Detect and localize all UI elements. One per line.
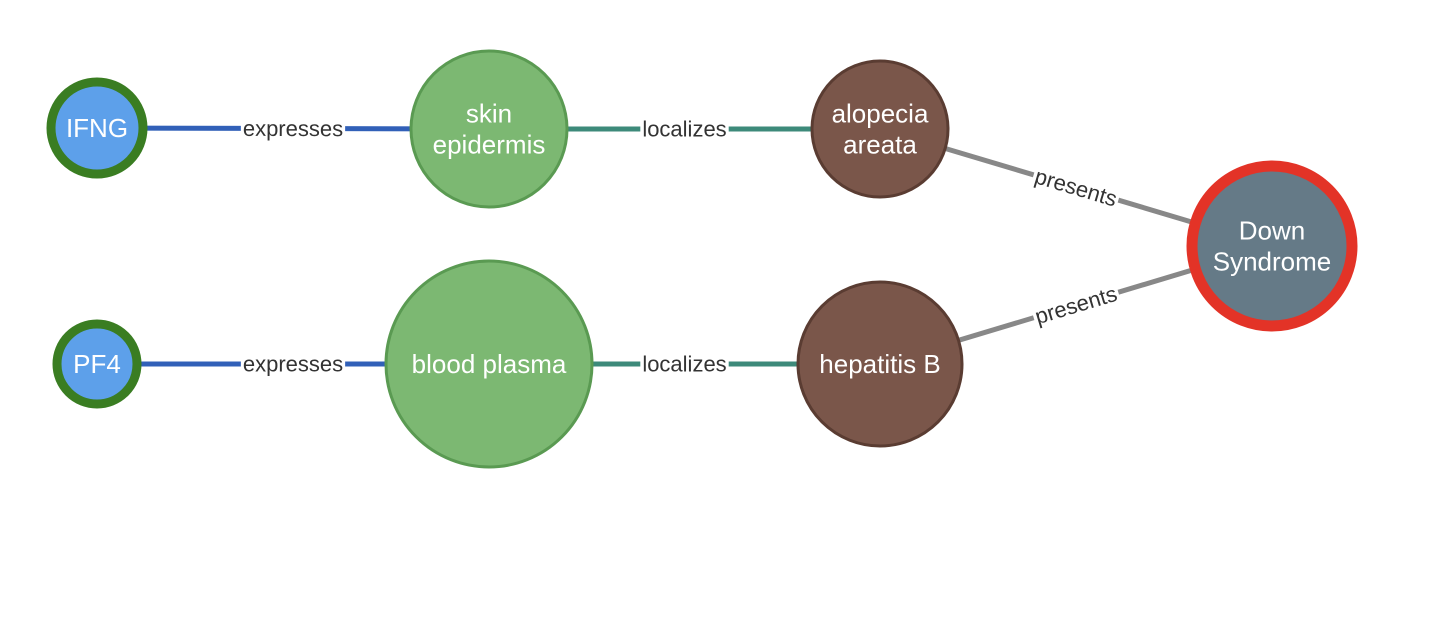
edge-label-background (240, 353, 346, 375)
node-label: Syndrome (1213, 247, 1332, 277)
edge-pf4-blood-plasma: expresses (97, 352, 489, 377)
node-label: IFNG (66, 113, 128, 143)
node-label: epidermis (433, 130, 546, 160)
node-label: PF4 (73, 349, 121, 379)
node-blood-plasma[interactable]: blood plasma (384, 259, 594, 469)
edge-label-background (640, 353, 729, 375)
edges-layer: expresses localizes presents expresses local… (96, 116, 1273, 377)
edge-label-background (240, 117, 346, 140)
edge-label: presents (1032, 281, 1120, 329)
edge-label: expresses (243, 116, 343, 141)
node-circle[interactable] (810, 59, 950, 199)
edge-label-background (1030, 164, 1122, 211)
node-circle[interactable] (796, 280, 964, 448)
edge-label: expresses (243, 352, 343, 377)
node-circle[interactable] (384, 259, 594, 469)
node-label: Down (1239, 216, 1305, 246)
node-label: hepatitis B (819, 349, 940, 379)
node-pf4[interactable]: PF4 (52, 319, 142, 409)
node-hepatitis-b[interactable]: hepatitis B (796, 280, 964, 448)
node-ifng[interactable]: IFNG (46, 77, 148, 179)
edge-label: localizes (642, 352, 726, 377)
edge-label: localizes (642, 117, 726, 142)
node-label: alopecia (832, 99, 929, 129)
node-circle[interactable] (1186, 160, 1358, 332)
node-circle[interactable] (46, 77, 148, 179)
edge-label: presents (1032, 163, 1120, 211)
node-label: blood plasma (412, 349, 567, 379)
node-circle[interactable] (409, 49, 569, 209)
edge-label-background (1030, 282, 1122, 328)
edge-label-background (640, 118, 729, 140)
node-label: skin (466, 99, 512, 129)
node-circle[interactable] (52, 319, 142, 409)
node-label: areata (843, 130, 917, 160)
